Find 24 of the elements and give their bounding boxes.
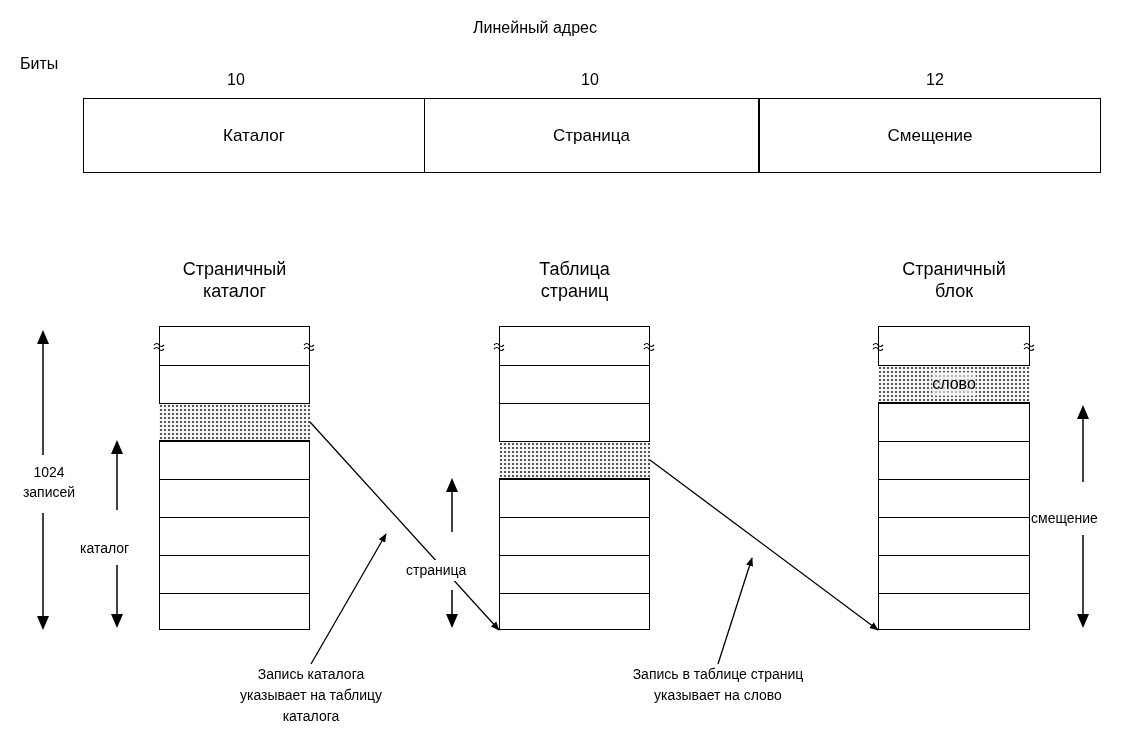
highlighted-entry	[159, 403, 310, 441]
callout-note: Запись в таблице страниц указывает на слово	[618, 664, 818, 734]
highlighted-entry: слово	[878, 365, 1030, 403]
leader-line	[717, 557, 753, 665]
arrow	[649, 459, 879, 631]
address-field: Страница	[424, 98, 759, 173]
text-label: Линейный адрес	[472, 18, 598, 38]
highlighted-entry	[499, 441, 650, 479]
table-title: Страничный блок	[901, 258, 1007, 302]
text-label: страница	[406, 560, 467, 581]
text-label: каталог	[80, 539, 130, 558]
address-field: Смещение	[759, 98, 1101, 173]
table-title: Таблица страниц	[538, 258, 611, 302]
arrow	[309, 421, 500, 631]
callout-note: Запись каталога указывает на таблицу каталога	[225, 664, 397, 734]
text-label: Биты	[20, 54, 59, 74]
bit-count: 10	[227, 70, 245, 90]
bit-count: 10	[581, 70, 599, 90]
address-field: Каталог	[83, 98, 425, 173]
text-label: смещение	[1031, 509, 1098, 528]
table-title: Страничный каталог	[181, 258, 288, 302]
text-label: 1024 записей	[21, 463, 77, 502]
leader-line	[310, 533, 387, 665]
bit-count: 12	[926, 70, 944, 90]
